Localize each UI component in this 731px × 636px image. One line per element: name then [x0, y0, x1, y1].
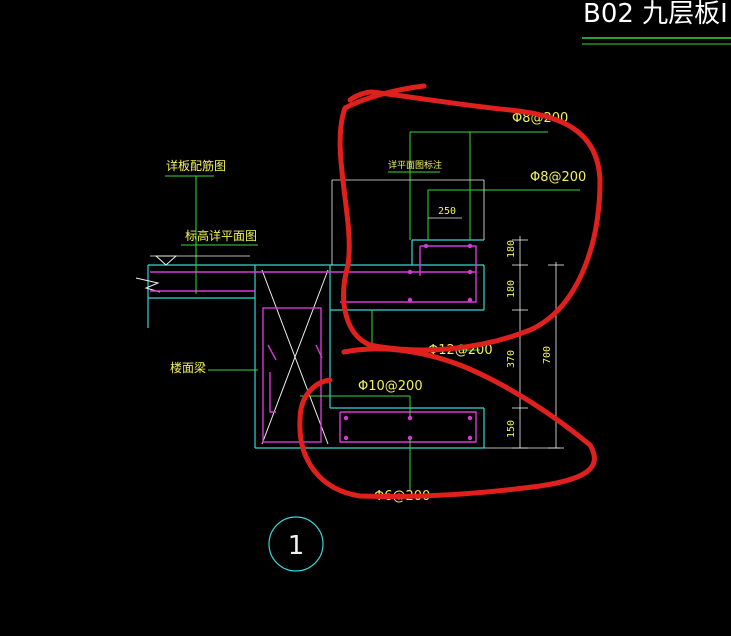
- dim-180-top: 180: [506, 240, 517, 258]
- dim-250: 250: [438, 206, 456, 217]
- dim-150: 150: [506, 420, 517, 438]
- detail-ref-label: 详板配筋图: [166, 158, 226, 173]
- beam-cross: [261, 269, 329, 445]
- break-line: [135, 277, 161, 293]
- dimension-lines: [331, 179, 564, 449]
- elevation-marker: [154, 255, 178, 266]
- markup-loop-top: [337, 83, 603, 353]
- dim-370: 370: [506, 350, 517, 368]
- beam-label: 楼面梁: [170, 360, 206, 375]
- drawing-title: B02 九层板Ⅰ: [583, 0, 728, 29]
- rebar-bottom-top-label: Φ10@200: [358, 379, 423, 394]
- rebar-top-inner-label: Φ8@200: [530, 170, 586, 185]
- detail-number-circle: [268, 516, 324, 572]
- rebar-top-outer-label: Φ8@200: [512, 111, 568, 126]
- rebar-lines: [150, 245, 477, 443]
- markup-loop-bottom: [297, 346, 597, 499]
- dim-700: 700: [542, 346, 553, 364]
- markup-annotations: [297, 83, 603, 499]
- detail-number: 1: [288, 531, 305, 561]
- leader-lines: [165, 131, 580, 490]
- concrete-outline: [147, 239, 485, 449]
- dim-180-slab: 180: [506, 280, 517, 298]
- elevation-ref-label: 标高详平面图: [185, 228, 257, 243]
- slab-detail-ref-label: 详平面图标注: [388, 159, 442, 171]
